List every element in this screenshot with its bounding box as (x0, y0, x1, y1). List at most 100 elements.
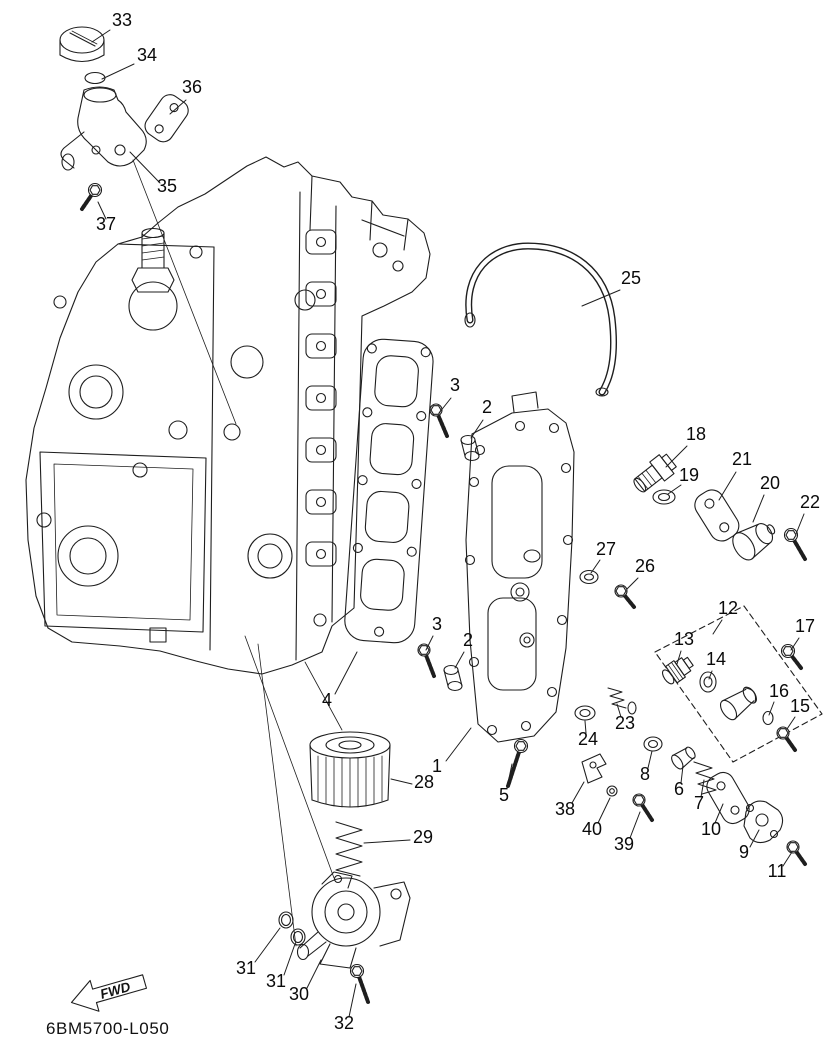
leader-line-17 (790, 637, 800, 651)
oil-filter-drawing (309, 731, 391, 808)
leader-line-36 (169, 99, 187, 115)
breather-hose-drawing (464, 242, 618, 397)
valve-body-drawing (719, 686, 757, 721)
leader-line-32 (348, 983, 357, 1018)
leader-line-4 (334, 651, 358, 695)
callout-24: 24 (578, 729, 598, 749)
thermostat-housing-drawing (60, 86, 147, 171)
plunger-6-drawing (671, 746, 696, 770)
leader-line-6 (680, 765, 684, 784)
callout-2: 2 (463, 630, 473, 650)
leader-line-14 (708, 670, 713, 680)
leader-line-31 (254, 927, 281, 963)
callout-1: 1 (432, 756, 442, 776)
callout-18: 18 (686, 424, 706, 444)
callout-19: 19 (679, 465, 699, 485)
leader-line-16 (768, 701, 775, 716)
callout-14: 14 (706, 649, 726, 669)
leader-lines (91, 29, 805, 1018)
option-box-12 (654, 605, 823, 763)
callout-38: 38 (555, 799, 575, 819)
washer-16-drawing (762, 710, 774, 726)
bolt-22-drawing (783, 527, 807, 561)
callout-10: 10 (701, 819, 721, 839)
fwd-arrow: FWD (70, 974, 148, 1012)
leader-line-24 (584, 720, 587, 734)
callout-13: 13 (674, 629, 694, 649)
callout-39: 39 (614, 834, 634, 854)
leader-line-5 (506, 763, 513, 789)
leader-line-10 (714, 803, 724, 824)
leader-line-28 (390, 778, 413, 785)
leader-line-15 (786, 716, 796, 730)
leader-line-37 (97, 201, 107, 220)
leader-line-40 (597, 797, 611, 824)
leader-line-21 (718, 471, 737, 501)
callout-34: 34 (137, 45, 157, 65)
cylinder-block-drawing (25, 156, 431, 675)
leader-line-31 (283, 943, 296, 976)
gasket-4-drawing (344, 338, 434, 644)
leader-line-2 (470, 419, 484, 439)
washer-19-drawing (652, 489, 676, 505)
callout-17: 17 (795, 616, 815, 636)
seat-8-drawing (643, 736, 663, 752)
washer-24-drawing (574, 705, 596, 721)
callout-40: 40 (582, 819, 602, 839)
callout-7: 7 (694, 793, 704, 813)
leader-line-18 (665, 445, 688, 468)
bolt-15-drawing (776, 726, 797, 752)
leader-line-39 (629, 811, 641, 839)
bolt-37-drawing (80, 182, 103, 211)
callout-33: 33 (112, 10, 132, 30)
leader-line-38 (571, 781, 585, 804)
spring-7-drawing (693, 761, 717, 795)
washer-40-drawing (606, 785, 618, 797)
leader-line-25 (581, 289, 621, 307)
leader-line-23 (616, 703, 622, 718)
callout-21: 21 (732, 449, 752, 469)
callout-3: 3 (432, 614, 442, 634)
callout-37: 37 (96, 214, 116, 234)
o-rings-31-drawing (278, 911, 306, 946)
bolt-11-drawing (786, 840, 807, 866)
cover-20-drawing (732, 523, 776, 561)
leader-line-13 (676, 650, 682, 665)
callout-32: 32 (334, 1013, 354, 1033)
leader-line-2 (454, 651, 465, 669)
callout-27: 27 (596, 539, 616, 559)
callout-30: 30 (289, 984, 309, 1004)
callout-3: 3 (450, 375, 460, 395)
collar-2-upper-drawing (460, 434, 480, 462)
callout-22: 22 (800, 492, 820, 512)
leader-line-19 (667, 484, 682, 495)
callout-4: 4 (322, 690, 332, 710)
leader-line-1 (445, 727, 472, 762)
bolt-5-drawing (506, 738, 529, 788)
cover-9-drawing (743, 800, 784, 844)
leader-line-7 (700, 779, 705, 798)
gasket-21-drawing (694, 489, 740, 542)
leader-line-30 (306, 959, 322, 989)
leader-line-11 (782, 851, 793, 867)
callout-15: 15 (790, 696, 810, 716)
callout-31: 31 (236, 958, 256, 978)
callout-36: 36 (182, 77, 202, 97)
washer-27-drawing (579, 569, 599, 585)
leader-line-33 (91, 29, 111, 43)
fwd-label: FWD (98, 979, 132, 1002)
bracket-38-drawing (581, 753, 607, 784)
callout-26: 26 (635, 556, 655, 576)
bolt-39-drawing (632, 793, 654, 822)
gasket-10-drawing (706, 771, 750, 825)
leader-line-3 (425, 635, 434, 651)
leader-line-9 (749, 829, 760, 848)
fitting-13-drawing (661, 656, 694, 685)
callout-23: 23 (615, 713, 635, 733)
callout-29: 29 (413, 827, 433, 847)
leader-line-27 (590, 559, 601, 574)
spring-23-drawing (607, 687, 637, 715)
leader-line-20 (752, 494, 765, 523)
leader-line-29 (363, 839, 411, 844)
